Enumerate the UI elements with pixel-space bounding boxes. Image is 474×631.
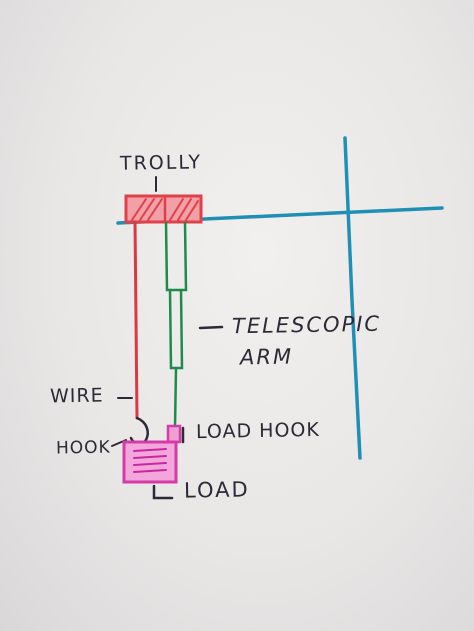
trolly-label: TROLLY — [119, 151, 203, 175]
arm-outer-section — [164, 221, 188, 292]
wire-label: WIRE — [49, 384, 104, 408]
hook-curve — [129, 416, 149, 446]
load-hook — [166, 424, 182, 444]
telescopic-arm — [164, 221, 188, 430]
load-label: LOAD — [183, 477, 250, 503]
arm-label: ARM — [239, 344, 294, 370]
trolley-hatching — [131, 198, 199, 221]
arm-inner-section — [168, 288, 184, 370]
crane-frame — [116, 136, 444, 460]
load-box — [122, 440, 178, 484]
wire — [133, 220, 139, 420]
arm-rod — [173, 366, 178, 430]
load-leader — [152, 484, 174, 500]
load-hatching — [133, 448, 167, 473]
trolley — [124, 176, 203, 224]
telescopic-label: TELESCOPIC — [231, 311, 382, 339]
load-hook-label: LOAD HOOK — [195, 418, 321, 444]
crane-column — [343, 136, 362, 460]
hook-label: HOOK — [55, 437, 111, 459]
telescopic-leader — [198, 325, 224, 330]
